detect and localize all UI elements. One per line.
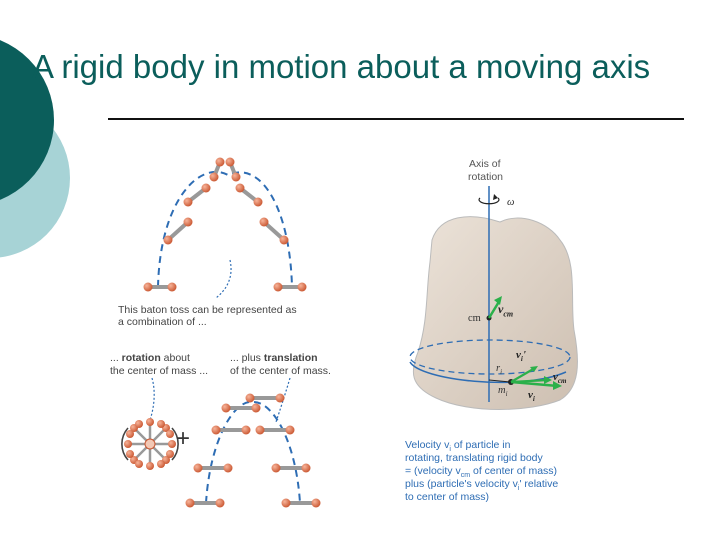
cm-label: cm: [468, 313, 481, 324]
axis-label-line1: Axis of: [469, 158, 501, 170]
v-cm-particle-label: vcm: [553, 371, 567, 386]
lower-trajectory-arc: [205, 400, 301, 504]
translation-label-line2: of the center of mass.: [230, 365, 331, 377]
caption-callout-arrow: [215, 259, 232, 299]
baton-caption-line2: a combination of ...: [118, 316, 207, 328]
r-i-label: ri: [496, 363, 503, 377]
m-i-label: mi: [498, 385, 508, 399]
rotation-orbit-back: [409, 339, 571, 375]
v-i-prime-vector: [510, 367, 536, 383]
v-i-prime-arrowhead: [530, 366, 538, 372]
slide-title: A rigid body in motion about a moving ax…: [32, 48, 651, 85]
baton-caption-line1: This baton toss can be represented as: [118, 304, 297, 316]
lower-baton-balls: [185, 393, 321, 508]
v-cm-at-particle-arrowhead: [544, 376, 552, 384]
v-i-prime-label: vi': [516, 349, 526, 364]
v-i-label: vi: [528, 389, 535, 404]
body-caption-line4: plus (particle's velocity vi' relative: [405, 478, 559, 493]
axis-label-line2: rotation: [468, 171, 504, 183]
omega-arrowhead: [493, 194, 498, 200]
rotation-label-line1: ... rotation about: [110, 352, 190, 364]
omega-label: ω: [507, 197, 515, 208]
translation-callout-arrow: [275, 377, 291, 423]
v-i-vector: [510, 380, 559, 388]
title-underline: [108, 118, 684, 120]
decor-circle-dark: [0, 40, 54, 200]
rotation-label-line2: the center of mass ...: [110, 365, 209, 377]
plus-sign: +: [176, 425, 191, 452]
translation-label-line1: ... plus translation: [230, 352, 318, 364]
body-caption-line1: Velocity vi of particle in: [405, 439, 511, 454]
r-i-vector: [488, 379, 512, 383]
v-i-arrowhead: [553, 381, 562, 390]
lower-batons: [188, 396, 318, 505]
upper-baton-balls: [143, 157, 307, 292]
omega-rotation-arrow: [478, 197, 500, 205]
body-caption-line2: rotating, translating rigid body: [405, 452, 543, 464]
body-caption-line5: to center of mass): [405, 491, 490, 503]
v-cm-arrowhead: [494, 296, 502, 305]
v-cm-label: vcm: [498, 302, 514, 319]
rigid-body-shape: [412, 216, 578, 410]
rotation-rosette: [121, 418, 179, 470]
rotation-callout-arrow: [149, 377, 155, 421]
body-caption-line3: = (velocity vcm of center of mass): [405, 465, 558, 480]
